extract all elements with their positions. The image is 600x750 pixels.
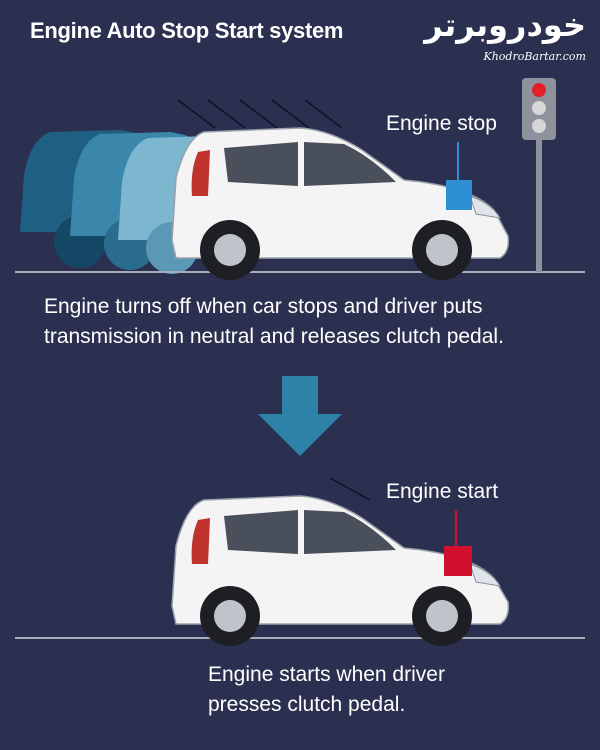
motion-lines-bottom (329, 477, 371, 501)
stop-caption-line-1: Engine turns off when car stops and driv… (44, 295, 483, 318)
light-green-icon (532, 119, 546, 133)
traffic-light (522, 78, 556, 272)
engine-start-label: Engine start (386, 480, 499, 503)
light-yellow-icon (532, 101, 546, 115)
start-caption-line-2: presses clutch pedal. (208, 693, 406, 716)
engine-start-indicator (444, 546, 472, 576)
engine-stop-label: Engine stop (386, 112, 497, 135)
diagram-title: Engine Auto Stop Start system (30, 18, 344, 43)
motion-lines (177, 99, 343, 129)
watermark-logo: خودروبرتر KhodroBartar.com (424, 6, 592, 68)
stop-caption-line-2: transmission in neutral and releases clu… (44, 325, 504, 348)
logo-brand-text: خودروبرتر (424, 6, 586, 44)
engine-stop-indicator (446, 180, 472, 210)
start-caption: Engine starts when driver presses clutch… (208, 660, 445, 720)
start-caption-line-1: Engine starts when driver (208, 663, 445, 686)
light-red-icon (532, 83, 546, 97)
stop-caption: Engine turns off when car stops and driv… (44, 292, 504, 352)
car-starting (171, 495, 510, 646)
car-stopped (171, 127, 510, 280)
logo-domain-text: KhodroBartar.com (483, 50, 587, 63)
down-arrow-icon (258, 376, 342, 456)
